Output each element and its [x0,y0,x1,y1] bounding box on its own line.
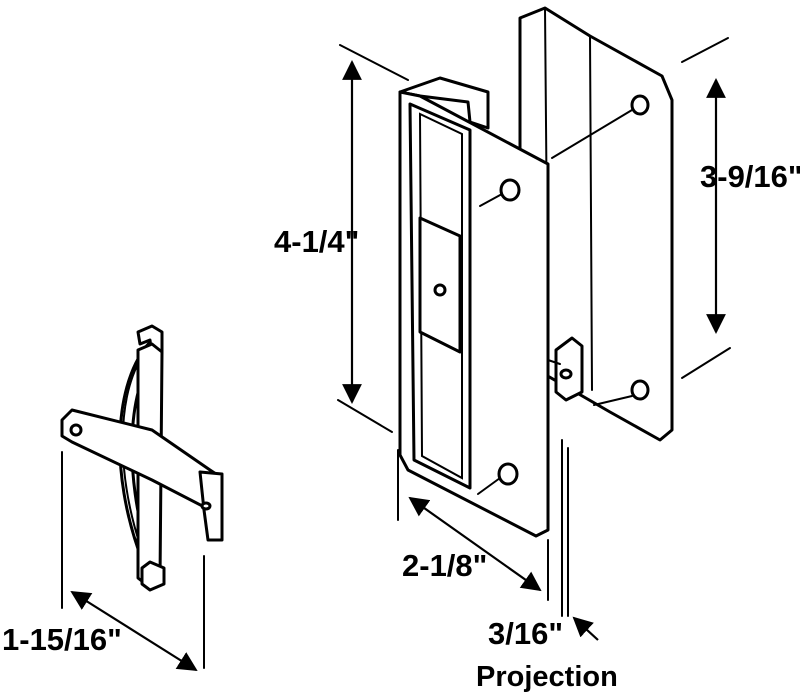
label-height-plate: 3-9/16" [700,159,800,194]
arrow-width-handle [408,496,542,592]
plate-screw-hole-bottom [630,379,650,401]
handle-screw-hole-bottom [497,462,519,486]
label-projection-value: 3/16" [488,616,563,651]
label-width-handle: 2-1/8" [402,548,487,583]
handle-part [398,76,584,538]
label-width-keeper: 1-15/16" [2,622,122,657]
arrow-width-keeper [70,590,198,672]
keeper-part [60,324,224,592]
dimension-arrows [70,60,726,672]
label-projection-text: Projection [476,661,618,693]
handle-screw-hole-top [499,178,521,202]
label-height-handle: 4-1/4" [274,224,359,259]
extension-lines [61,37,731,669]
plate-screw-hole-top [630,94,650,116]
arrow-projection [572,616,599,641]
